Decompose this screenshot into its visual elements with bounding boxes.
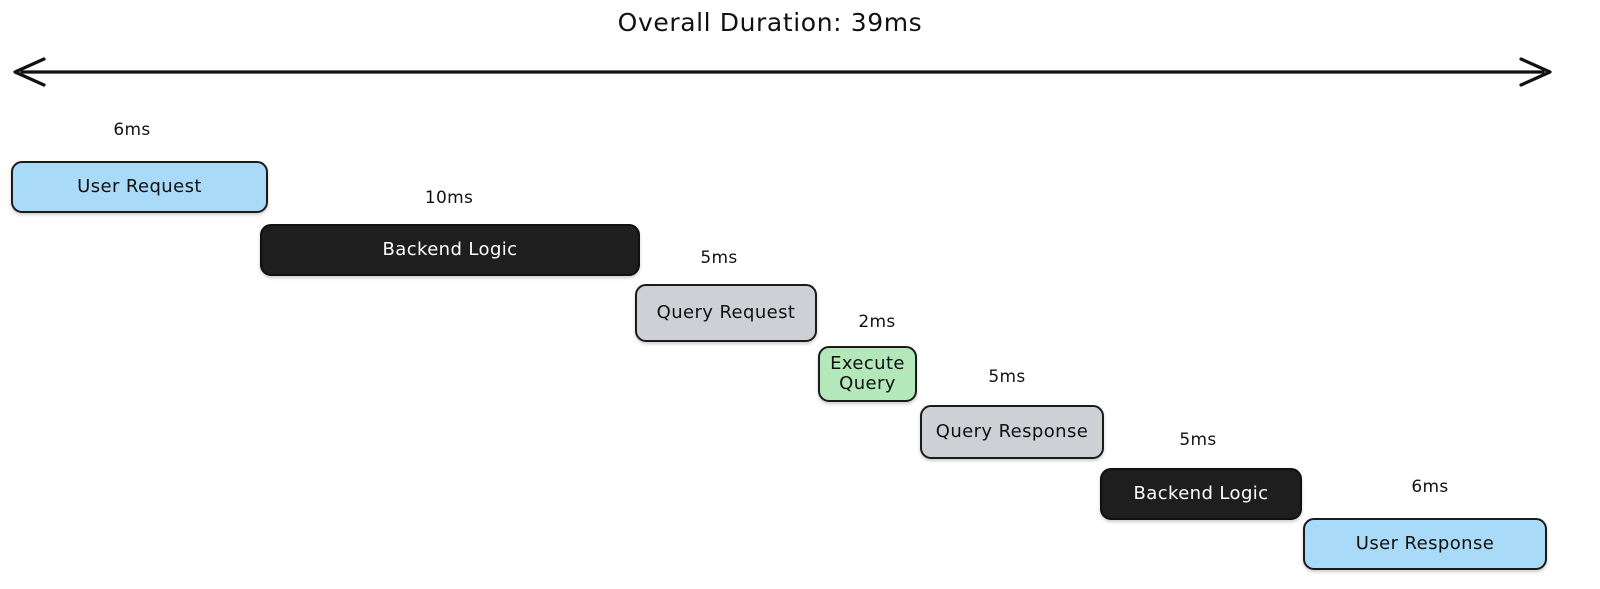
- axis-group: [13, 57, 1552, 87]
- timeline-block-query-request[interactable]: Query Request: [635, 284, 817, 342]
- block-label-query-request: Query Request: [656, 301, 796, 323]
- block-label-backend-logic-2: Backend Logic: [1133, 482, 1269, 504]
- block-label-user-request: User Request: [77, 175, 202, 197]
- timeline-block-query-response[interactable]: Query Response: [920, 405, 1104, 459]
- block-label-backend-logic-1: Backend Logic: [382, 238, 518, 260]
- duration-label-execute-query: 2ms: [858, 312, 896, 332]
- duration-label-query-request: 5ms: [700, 248, 738, 268]
- duration-label-query-response: 5ms: [988, 367, 1026, 387]
- arrow-right-icon: [1519, 57, 1552, 87]
- duration-label-user-request: 6ms: [113, 120, 151, 140]
- block-label-user-response: User Response: [1355, 532, 1495, 554]
- block-label-query-response: Query Response: [935, 420, 1089, 442]
- timeline-block-user-request[interactable]: User Request: [11, 161, 268, 213]
- duration-label-backend-logic-2: 5ms: [1179, 430, 1217, 450]
- block-label-execute-query: Execute Query: [830, 352, 905, 394]
- duration-label-backend-logic-1: 10ms: [424, 188, 474, 208]
- arrow-left-icon: [13, 57, 46, 87]
- timeline-block-backend-logic-1[interactable]: Backend Logic: [260, 224, 640, 276]
- duration-label-user-response: 6ms: [1411, 477, 1449, 497]
- timeline-block-execute-query[interactable]: Execute Query: [818, 346, 917, 402]
- timeline-block-user-response[interactable]: User Response: [1303, 518, 1547, 570]
- page-title: Overall Duration: 39ms: [617, 8, 923, 37]
- timeline-block-backend-logic-2[interactable]: Backend Logic: [1100, 468, 1302, 520]
